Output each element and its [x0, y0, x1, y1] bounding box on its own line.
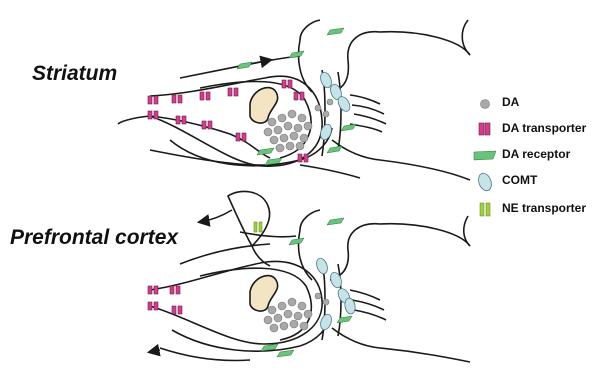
da-molecule-icon [470, 92, 500, 116]
prefrontal-postsynaptic-spine [330, 224, 470, 280]
prefrontal-vesicle [250, 276, 278, 312]
prefrontal-da-cluster [264, 293, 329, 332]
label-striatum: Striatum [32, 62, 117, 86]
legend-item-da-receptor: DA receptor [470, 144, 613, 168]
striatum-comt [319, 71, 353, 141]
ne-terminal [228, 191, 270, 246]
ne-transporter-icon [470, 198, 500, 222]
comt-enzyme-icon [470, 170, 500, 194]
prefrontal-synapse [150, 191, 470, 362]
legend-label: DA transporter [502, 121, 586, 135]
legend-label: DA receptor [502, 147, 570, 161]
legend-label: DA [502, 95, 519, 109]
legend-label: COMT [502, 173, 537, 187]
da-receptor-icon [470, 144, 500, 168]
striatum-postsynaptic-spine [332, 32, 470, 92]
striatum-vesicle [250, 88, 278, 124]
label-prefrontal-cortex: Prefrontal cortex [10, 226, 178, 250]
legend-item-da-transporter: DA transporter [470, 118, 613, 142]
prefrontal-ne-transporters [254, 222, 262, 232]
da-transporter-icon [470, 118, 500, 142]
legend-item-ne-transporter: NE transporter [470, 198, 613, 222]
legend-label: NE transporter [502, 201, 586, 215]
legend-item-comt: COMT [470, 170, 613, 194]
legend-item-da: DA [470, 92, 613, 116]
